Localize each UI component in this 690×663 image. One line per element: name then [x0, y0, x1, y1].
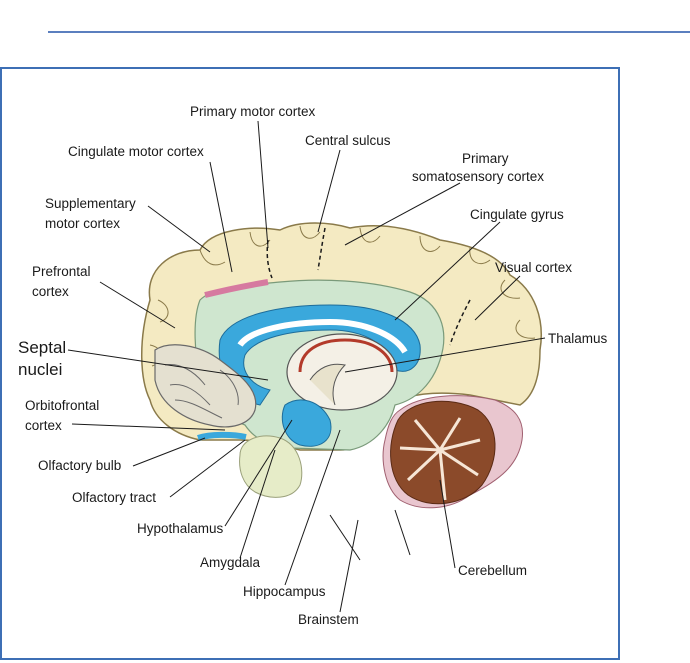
label-hippocampus: Hippocampus: [243, 584, 326, 599]
label-cerebellum: Cerebellum: [458, 563, 527, 578]
label-prefrontal-2: cortex: [32, 284, 69, 299]
label-supplementary-1: Supplementary: [45, 196, 136, 211]
label-cingulate-motor-cortex: Cingulate motor cortex: [68, 144, 204, 159]
label-primary-motor-cortex: Primary motor cortex: [190, 104, 316, 119]
label-thalamus: Thalamus: [548, 331, 608, 346]
label-cingulate-gyrus: Cingulate gyrus: [470, 207, 564, 222]
label-olfactory-tract: Olfactory tract: [72, 490, 156, 505]
label-orbitofrontal-2: cortex: [25, 418, 62, 433]
label-central-sulcus: Central sulcus: [305, 133, 391, 148]
label-olfactory-bulb: Olfactory bulb: [38, 458, 121, 473]
label-hypothalamus: Hypothalamus: [137, 521, 224, 536]
label-visual-cortex: Visual cortex: [495, 260, 572, 275]
thalamus-shape: [287, 334, 397, 410]
label-prefrontal-1: Prefrontal: [32, 264, 91, 279]
label-primary-somatosensory-2: somatosensory cortex: [412, 169, 544, 184]
label-septal-2: nuclei: [18, 360, 62, 379]
label-primary-somatosensory-1: Primary: [462, 151, 509, 166]
label-septal-1: Septal: [18, 338, 66, 357]
label-supplementary-2: motor cortex: [45, 216, 120, 231]
label-orbitofrontal-1: Orbitofrontal: [25, 398, 99, 413]
label-amygdala: Amygdala: [200, 555, 261, 570]
label-brainstem: Brainstem: [298, 612, 359, 627]
